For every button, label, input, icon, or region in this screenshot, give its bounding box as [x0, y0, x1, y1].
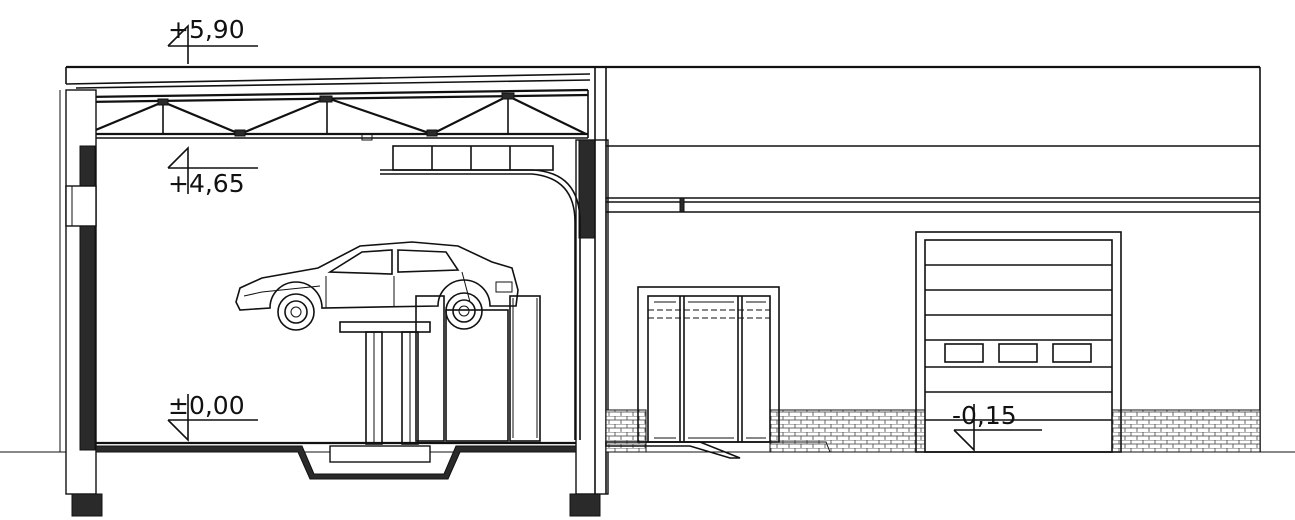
level-label-top: +5,90: [168, 15, 245, 44]
elevation-view: [605, 65, 1261, 459]
left-wall: [59, 89, 103, 517]
entrance-door: [637, 286, 780, 443]
right-section-wall: [569, 67, 609, 517]
level-label-truss: +4,65: [168, 169, 245, 198]
roof-truss: [83, 88, 589, 141]
brick-plinth: [769, 409, 926, 453]
level-marker-top: +5,90: [167, 15, 258, 64]
floor-slab: [95, 441, 577, 480]
section-view: [59, 65, 609, 517]
brick-plinth: [1111, 409, 1261, 453]
level-marker-ground: -0,15: [952, 401, 1042, 452]
level-label-ground: -0,15: [952, 401, 1017, 430]
level-marker-truss: +4,65: [167, 146, 258, 198]
level-label-floor: ±0,00: [168, 391, 245, 420]
garage-door: [915, 231, 1122, 453]
air-duct: [380, 145, 581, 440]
entrance-ramp: [605, 441, 741, 459]
level-marker-floor: ±0,00: [167, 391, 258, 442]
car-lift: [339, 295, 541, 445]
car-icon: [235, 241, 519, 331]
brick-plinth: [605, 409, 647, 453]
